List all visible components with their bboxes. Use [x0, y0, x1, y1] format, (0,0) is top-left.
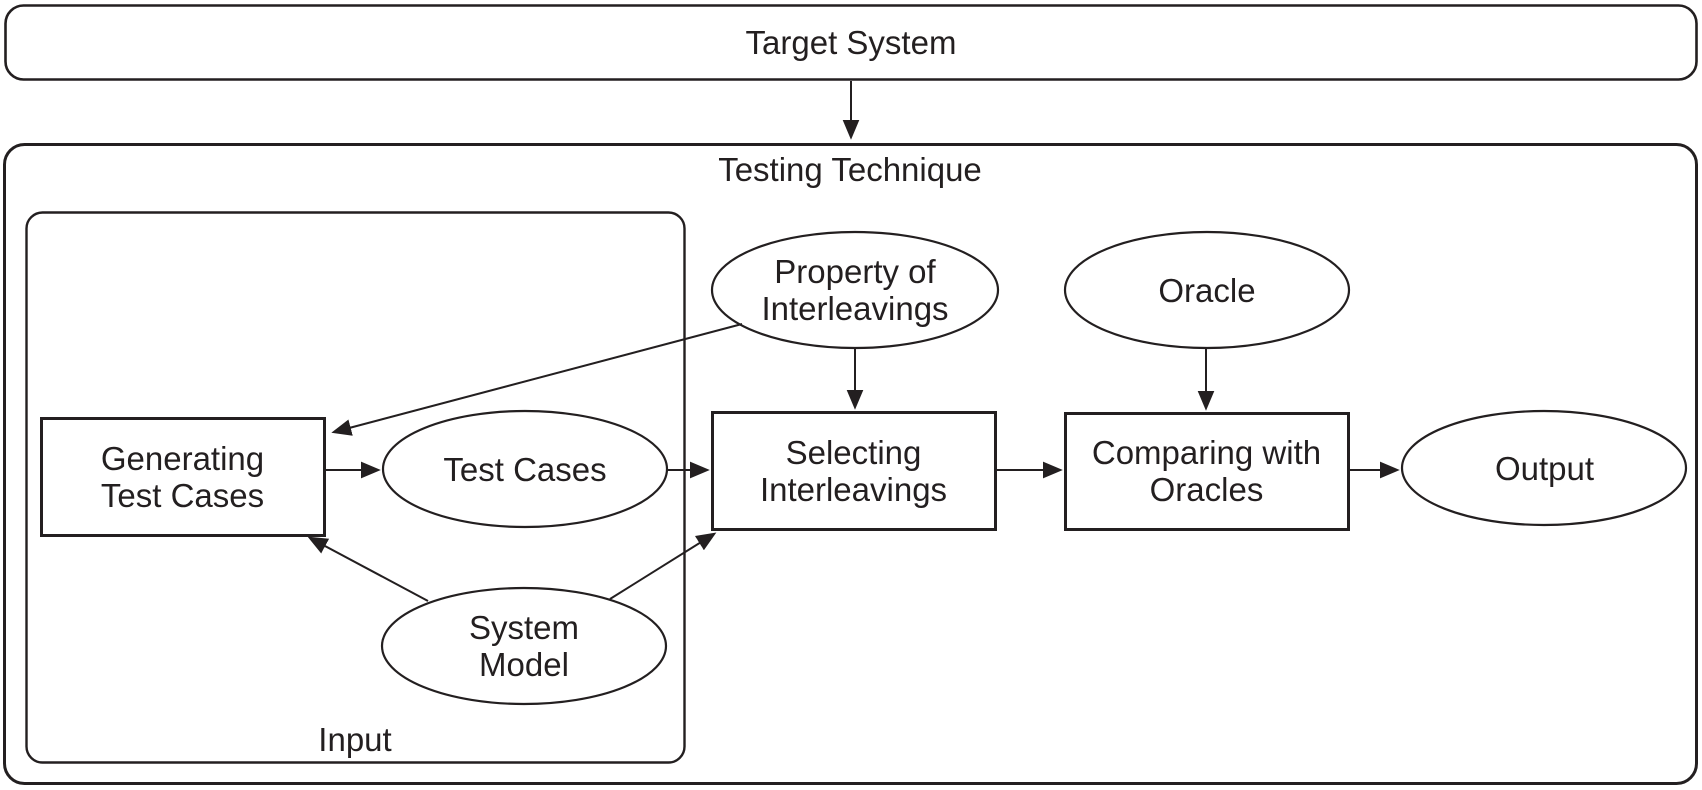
property-of-interleavings-ellipse: [710, 230, 1000, 350]
system-model-ellipse: [380, 586, 668, 706]
selecting-interleavings-box: [711, 411, 997, 531]
arrow-property-to-generating: [331, 323, 743, 436]
arrow-systemmodel-to-generating: [307, 536, 429, 602]
testing-technique-box: [3, 143, 1698, 785]
test-cases-ellipse: [381, 409, 669, 529]
output-ellipse: [1400, 409, 1688, 527]
input-group-box: [25, 211, 686, 764]
oracle-ellipse: [1063, 230, 1351, 350]
arrow-systemmodel-to-selecting: [609, 532, 717, 600]
generating-test-cases-box: [40, 417, 326, 537]
target-system-box: [4, 4, 1698, 81]
comparing-with-oracles-box: [1064, 412, 1350, 531]
